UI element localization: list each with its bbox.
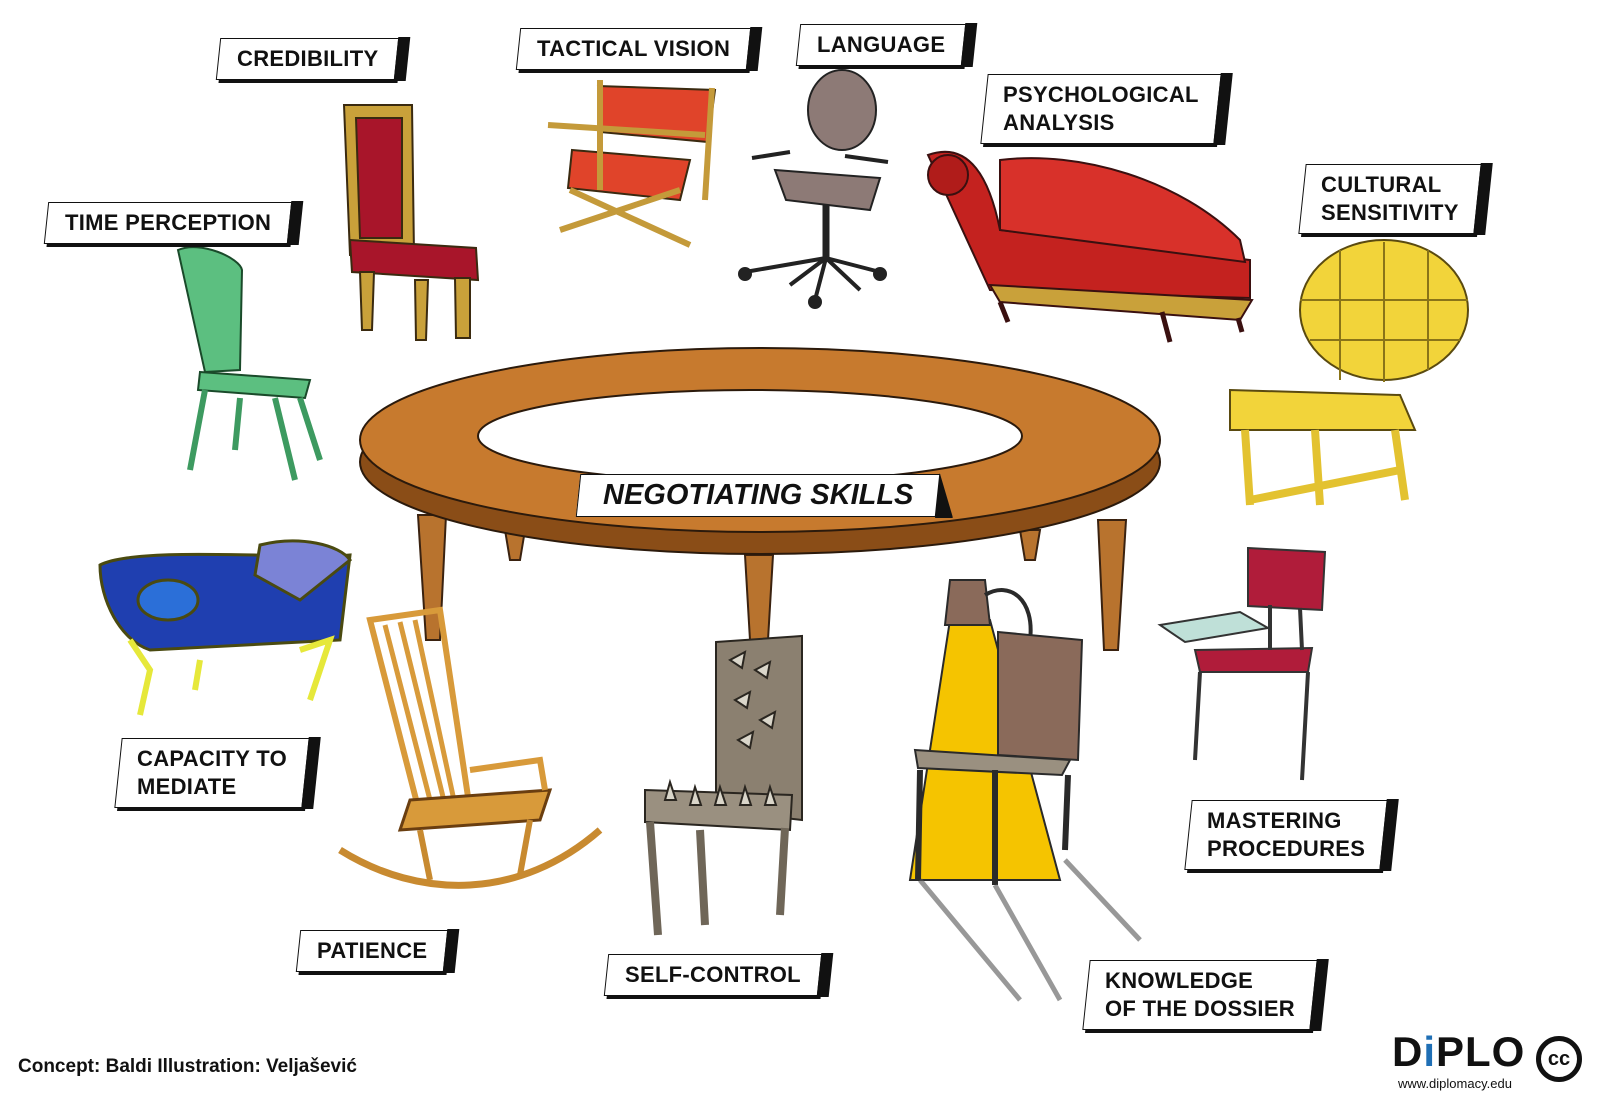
round-table xyxy=(359,347,1161,555)
label-cultural-sensitivity-text: CULTURAL SENSITIVITY xyxy=(1321,172,1459,225)
tactical-vision-chair xyxy=(547,80,717,248)
logo-part: PLO xyxy=(1436,1028,1526,1075)
label-tactical-vision-text: TACTICAL VISION xyxy=(537,36,731,61)
self-control-chair xyxy=(644,634,803,936)
label-self-control: SELF-CONTROL xyxy=(603,953,834,997)
label-capacity-to-mediate: CAPACITY TO MEDIATE xyxy=(114,737,321,809)
label-language: LANGUAGE xyxy=(795,23,978,67)
label-tactical-vision: TACTICAL VISION xyxy=(515,27,763,71)
label-psychological-analysis: PSYCHOLOGICAL ANALYSIS xyxy=(980,73,1233,145)
knowledge-dossier-chair xyxy=(908,579,1142,1002)
label-patience: PATIENCE xyxy=(295,929,460,973)
label-psychological-analysis-text: PSYCHOLOGICAL ANALYSIS xyxy=(1003,82,1199,135)
website-url: www.diplomacy.edu xyxy=(1398,1076,1512,1091)
credibility-chair xyxy=(342,104,480,341)
capacity-to-mediate-chair xyxy=(98,539,353,716)
label-cultural-sensitivity: CULTURAL SENSITIVITY xyxy=(1298,163,1493,235)
time-perception-chair xyxy=(176,246,323,481)
patience-chair xyxy=(338,606,603,889)
language-chair xyxy=(738,69,889,309)
label-mastering-procedures-text: MASTERING PROCEDURES xyxy=(1207,808,1366,861)
label-credibility: CREDIBILITY xyxy=(215,37,411,81)
label-capacity-to-mediate-text: CAPACITY TO MEDIATE xyxy=(137,746,287,799)
credit-line: Concept: Baldi Illustration: Veljašević xyxy=(18,1056,357,1077)
diplo-logo: DiPLO xyxy=(1392,1028,1525,1076)
central-title: NEGOTIATING SKILLS xyxy=(575,474,941,517)
central-title-text: NEGOTIATING SKILLS xyxy=(603,479,914,511)
cultural-sensitivity-chair xyxy=(1229,239,1469,506)
label-mastering-procedures: MASTERING PROCEDURES xyxy=(1184,799,1400,871)
logo-part: D xyxy=(1392,1028,1424,1075)
label-patience-text: PATIENCE xyxy=(317,938,428,963)
psychological-couch xyxy=(926,150,1254,343)
logo-part: i xyxy=(1423,1028,1437,1075)
mastering-procedures-chair xyxy=(1157,546,1327,781)
label-time-perception-text: TIME PERCEPTION xyxy=(65,210,272,235)
creative-commons-icon: cc xyxy=(1536,1036,1582,1082)
label-knowledge-of-the-dossier-text: KNOWLEDGE OF THE DOSSIER xyxy=(1105,968,1295,1021)
label-knowledge-of-the-dossier: KNOWLEDGE OF THE DOSSIER xyxy=(1082,959,1329,1031)
label-time-perception: TIME PERCEPTION xyxy=(43,201,304,245)
label-self-control-text: SELF-CONTROL xyxy=(625,962,801,987)
label-credibility-text: CREDIBILITY xyxy=(237,46,379,71)
label-language-text: LANGUAGE xyxy=(817,32,946,57)
